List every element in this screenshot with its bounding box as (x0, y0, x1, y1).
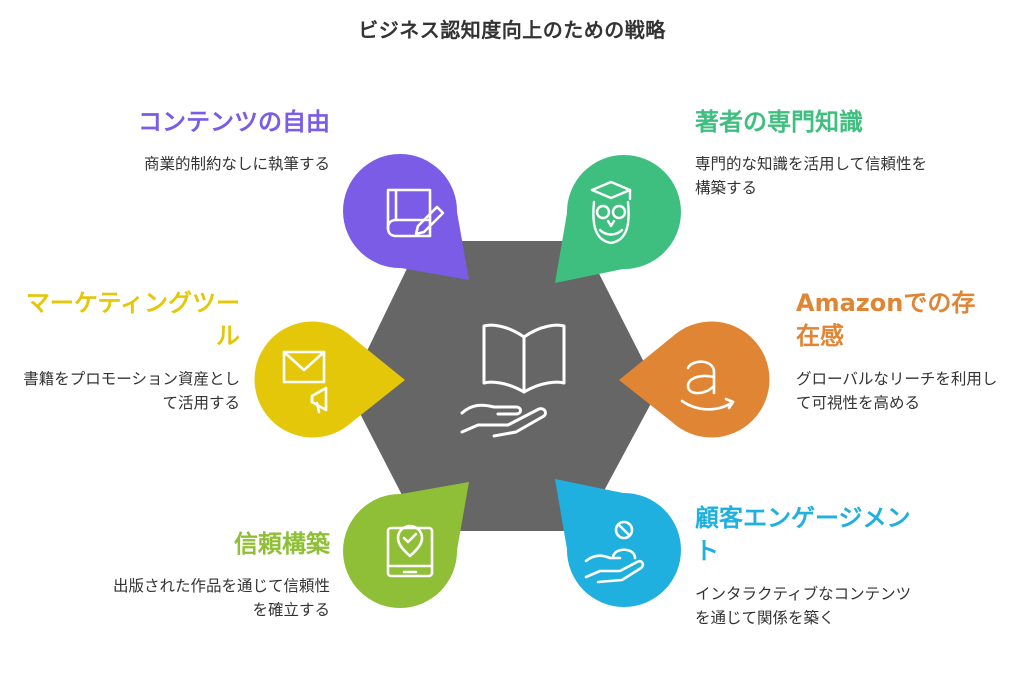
amazon-drop (619, 321, 770, 438)
trust-description: 出版された作品を通じて信頼性を確立する (112, 577, 330, 619)
laptop-badge-check-icon (386, 524, 434, 578)
content-freedom-drop (343, 154, 469, 280)
expertise-description: 専門的な知識を活用して信頼性を構築する (695, 155, 928, 197)
trust-label: 信頼構築 (234, 530, 330, 558)
amazon-label: Amazonでの存在感 (796, 289, 976, 350)
amazon-description: グローバルなリーチを利用して可視性を高める (796, 370, 998, 412)
engagement-drop (555, 479, 681, 607)
content-freedom-label: コンテンツの自由 (138, 108, 330, 136)
amazon-logo-icon (680, 360, 735, 411)
book-pencil-icon (386, 188, 445, 238)
marketing-label: マーケティングツール (25, 289, 240, 350)
engagement-description: インタラクティブなコンテンツを通じて関係を築く (695, 585, 912, 627)
content-freedom-description: 商業的制約なしに執筆する (143, 155, 330, 173)
marketing-description: 書籍をプロモーション資産として活用する (23, 370, 240, 412)
trust-drop (343, 482, 469, 608)
engagement-label: 顧客エンゲージメント (695, 504, 911, 565)
envelope-megaphone-icon (282, 350, 328, 414)
marketing-drop (254, 321, 405, 438)
page-title: ビジネス認知度向上のための戦略 (358, 18, 666, 42)
open-book-on-hand-icon (460, 323, 566, 438)
hand-person-icon (584, 520, 645, 584)
center-hexagon (349, 241, 657, 531)
owl-graduation-cap-icon (590, 180, 632, 245)
expertise-label: 著者の専門知識 (695, 108, 863, 136)
